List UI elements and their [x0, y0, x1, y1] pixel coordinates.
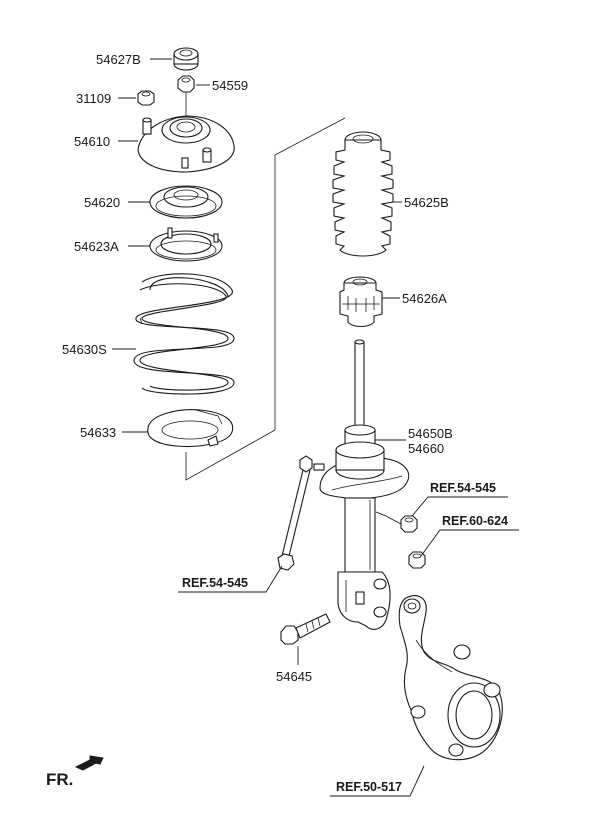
- part-31109-nut: [137, 90, 155, 106]
- part-54623A-spring-seat: [149, 227, 223, 262]
- front-direction-arrow: [74, 755, 104, 771]
- front-label: FR.: [46, 770, 73, 789]
- reference-labels: REF.54-545 REF.60-624 REF.54-545 REF.50-…: [182, 481, 508, 794]
- ref-label-50-517: REF.50-517: [336, 780, 402, 794]
- part-54630S-coil-spring: [133, 273, 235, 395]
- ref-label-60-624: REF.60-624: [442, 514, 508, 528]
- part-labels: 54627B 54559 31109 54610 54620 54623A 54…: [62, 52, 453, 684]
- steering-knuckle: [398, 595, 503, 761]
- label-54633: 54633: [80, 425, 116, 440]
- part-54620-bearing: [149, 185, 223, 219]
- label-31109: 31109: [76, 91, 111, 106]
- label-54626A: 54626A: [402, 291, 447, 306]
- part-54645-bolt: [280, 613, 331, 645]
- label-54660: 54660: [408, 441, 444, 456]
- label-54610: 54610: [74, 134, 110, 149]
- label-54645: 54645: [276, 669, 312, 684]
- part-54559-nut: [177, 75, 195, 118]
- label-54559: 54559: [212, 78, 248, 93]
- label-54625B: 54625B: [404, 195, 449, 210]
- ref-label-54-545-right: REF.54-545: [430, 481, 496, 495]
- flange-nut-54-545: [400, 515, 418, 533]
- label-54627B: 54627B: [96, 52, 141, 67]
- part-54626A-bump-stopper: [339, 276, 383, 328]
- label-54630S: 54630S: [62, 342, 107, 357]
- part-54610-strut-mount: [137, 115, 235, 173]
- part-54650B-strut-assembly: [319, 339, 410, 630]
- leader-lines: [112, 58, 519, 797]
- label-54620: 54620: [84, 195, 120, 210]
- label-54623A: 54623A: [74, 239, 119, 254]
- ref-label-54-545-left: REF.54-545: [182, 576, 248, 590]
- part-54625B-dust-boot: [332, 131, 394, 257]
- label-54650B: 54650B: [408, 426, 453, 441]
- stabilizer-link: [277, 455, 325, 571]
- part-54627B-cap: [173, 47, 199, 71]
- assembly-bracket-line: [185, 117, 346, 481]
- part-54633-lower-pad: [147, 409, 234, 447]
